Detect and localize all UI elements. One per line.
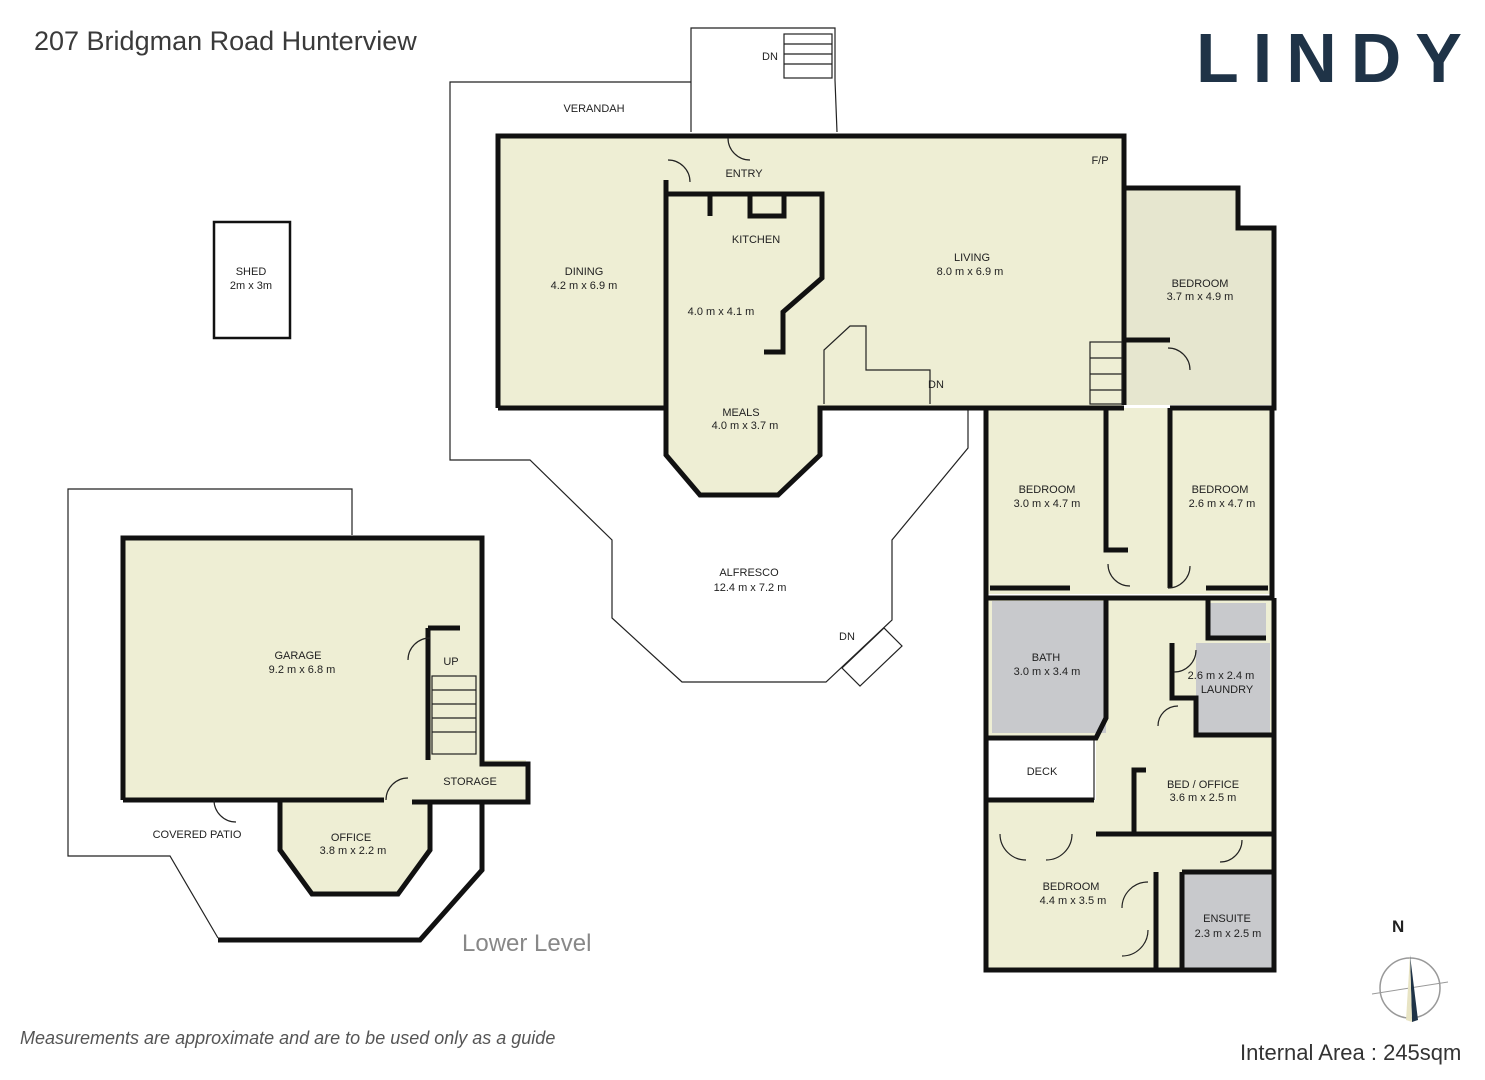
stairs (431, 33, 1123, 755)
disclaimer: Measurements are approximate and are to … (20, 1028, 556, 1048)
verandah-label: VERANDAH (563, 103, 624, 115)
bed-office-dims: 3.6 m x 2.5 m (1170, 792, 1237, 804)
deck-label: DECK (1027, 766, 1058, 778)
bedroom-3-label: BEDROOM (1192, 484, 1249, 496)
dining-label: DINING (565, 266, 604, 278)
bedroom-2-dims: 3.0 m x 4.7 m (1014, 498, 1081, 510)
alfresco-dims: 12.4 m x 7.2 m (714, 582, 787, 594)
fireplace-label: F/P (1091, 155, 1108, 167)
bath-dims: 3.0 m x 3.4 m (1014, 666, 1081, 678)
bedroom-4-label: BEDROOM (1043, 881, 1100, 893)
bath-label: BATH (1032, 652, 1061, 664)
bed-office-label: BED / OFFICE (1167, 779, 1239, 791)
walls (120, 133, 1277, 973)
doors (213, 137, 1243, 957)
garage-dims: 9.2 m x 6.8 m (269, 664, 336, 676)
laundry-dims: 2.6 m x 2.4 m (1188, 670, 1255, 682)
room-labels: VERANDAH ENTRY F/P DINING 4.2 m x 6.9 m … (153, 51, 1262, 940)
meals-dims: 4.0 m x 3.7 m (712, 420, 779, 432)
stair-up-label: UP (443, 656, 458, 668)
dining-dims: 4.2 m x 6.9 m (551, 280, 618, 292)
compass-north-label: N (1392, 917, 1405, 936)
bedroom-3-dims: 2.6 m x 4.7 m (1189, 498, 1256, 510)
brand-logo: LINDY (1196, 19, 1476, 97)
storage-label: STORAGE (443, 776, 497, 788)
covered-patio-label: COVERED PATIO (153, 829, 242, 841)
laundry-label: LAUNDRY (1201, 684, 1254, 696)
alfresco-label: ALFRESCO (719, 567, 779, 579)
kitchen-label: KITCHEN (732, 234, 780, 246)
bedroom-1-dims: 3.7 m x 4.9 m (1167, 291, 1234, 303)
living-label: LIVING (954, 252, 990, 264)
office-label: OFFICE (331, 832, 371, 844)
shed-label: SHED (236, 266, 267, 278)
compass-icon (1371, 955, 1449, 1022)
ensuite-dims: 2.3 m x 2.5 m (1195, 928, 1262, 940)
entry-label: ENTRY (725, 168, 763, 180)
stair-dn-label-2: DN (928, 379, 944, 391)
property-address: 207 Bridgman Road Hunterview (34, 26, 417, 56)
stair-dn-label-1: DN (762, 51, 778, 63)
bedroom-4-dims: 4.4 m x 3.5 m (1040, 895, 1107, 907)
bedroom-1-label: BEDROOM (1172, 278, 1229, 290)
kitchen-dims: 4.0 m x 4.1 m (688, 306, 755, 318)
living-dims: 8.0 m x 6.9 m (937, 266, 1004, 278)
room-fills (125, 138, 1272, 968)
garage-label: GARAGE (274, 650, 321, 662)
stair-dn-label-3: DN (839, 631, 855, 643)
bedroom-2-label: BEDROOM (1019, 484, 1076, 496)
internal-area: Internal Area : 245sqm (1240, 1040, 1462, 1065)
lower-level-label: Lower Level (462, 930, 592, 957)
meals-label: MEALS (722, 407, 759, 419)
office-dims: 3.8 m x 2.2 m (320, 845, 387, 857)
ensuite-label: ENSUITE (1203, 913, 1251, 925)
shed-dims: 2m x 3m (230, 280, 272, 292)
